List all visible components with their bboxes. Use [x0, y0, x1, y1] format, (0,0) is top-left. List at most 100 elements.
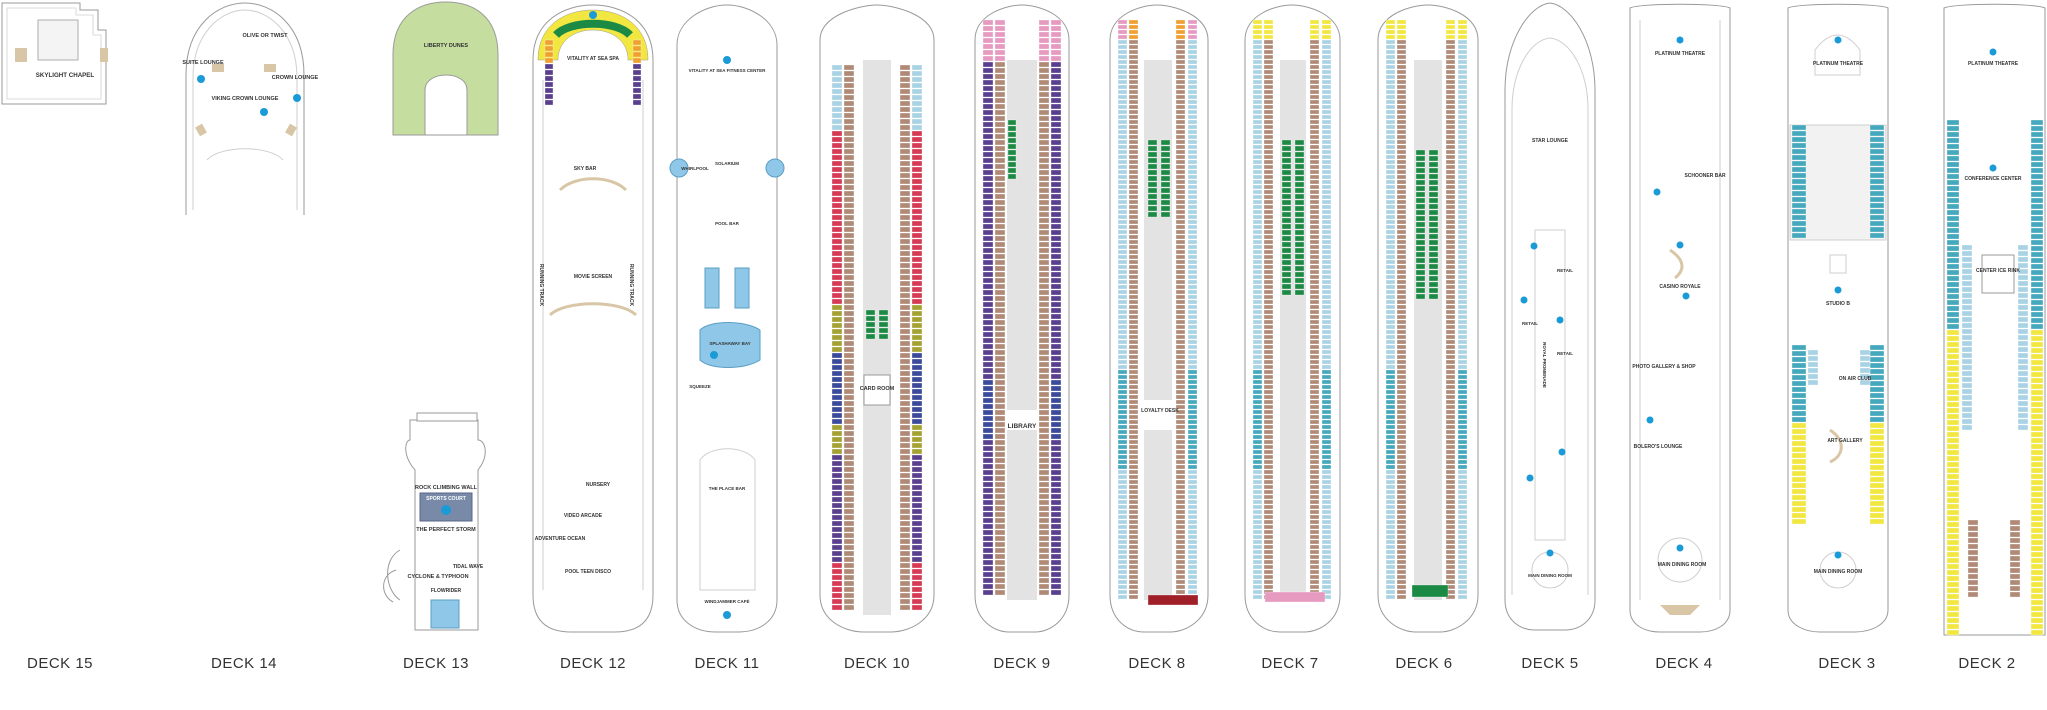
cabin-block: [1457, 249, 1468, 255]
cabin-block: [1946, 233, 1960, 240]
cabin-block: [1946, 239, 1960, 246]
cabin-block: [1309, 419, 1320, 425]
cabin-block: [1050, 169, 1062, 176]
cabin-block: [1309, 114, 1320, 120]
cabin-block: [831, 562, 843, 569]
svg-text:FLOWRIDER: FLOWRIDER: [431, 588, 462, 594]
cabin-block: [1445, 309, 1456, 315]
cabin-block: [1321, 329, 1332, 335]
cabin-block: [1117, 269, 1128, 275]
cabin-block: [1396, 289, 1407, 295]
cabin-block: [1128, 239, 1139, 245]
cabin-block: [982, 25, 994, 32]
cabin-block: [911, 478, 923, 485]
cabin-block: [1791, 362, 1807, 369]
cabin-block: [911, 436, 923, 443]
cabin-block: [1117, 39, 1128, 45]
svg-text:WINDJAMMER CAFÉ: WINDJAMMER CAFÉ: [705, 597, 750, 604]
cabin-block: [994, 235, 1006, 242]
cabin-block: [1445, 199, 1456, 205]
cabin-block: [1309, 19, 1320, 25]
cabin-block: [1281, 199, 1292, 206]
cabin-block: [1128, 294, 1139, 300]
cabin-block: [1281, 175, 1292, 182]
cabin-block: [1128, 159, 1139, 165]
cabin-block: [2030, 491, 2044, 498]
cabin-block: [1385, 324, 1396, 330]
cabin-block: [1445, 54, 1456, 60]
cabin-block: [1385, 369, 1396, 375]
cabin-block: [899, 598, 911, 605]
cabin-block: [1457, 199, 1468, 205]
cabin-block: [1187, 579, 1198, 585]
cabin-block: [994, 121, 1006, 128]
cabin-block: [1117, 214, 1128, 220]
cabin-block: [1117, 489, 1128, 495]
cabin-block: [1252, 484, 1263, 490]
cabin-block: [911, 82, 923, 89]
cabin-block: [1038, 409, 1050, 416]
cabin-block: [1175, 219, 1186, 225]
cabin-block: [1385, 489, 1396, 495]
cabin-block: [911, 184, 923, 191]
cabin-block: [1128, 109, 1139, 115]
cabin-block: [1128, 229, 1139, 235]
cabin-block: [1967, 549, 1979, 556]
cabin-block: [1309, 369, 1320, 375]
cabin-block: [1117, 59, 1128, 65]
cabin-block: [1263, 394, 1274, 400]
cabin-block: [1147, 594, 1199, 606]
cabin-block: [1175, 409, 1186, 415]
cabin-block: [1309, 344, 1320, 350]
cabin-block: [1309, 184, 1320, 190]
cabin-block: [1321, 469, 1332, 475]
cabin-block: [843, 562, 855, 569]
cabin-block: [1946, 545, 1960, 552]
cabin-block: [1038, 397, 1050, 404]
cabin-block: [1252, 269, 1263, 275]
cabin-block: [1791, 470, 1807, 477]
cabin-block: [1128, 129, 1139, 135]
cabin-block: [878, 309, 889, 316]
cabin-block: [1309, 584, 1320, 590]
cabin-block: [1445, 559, 1456, 565]
cabin-block: [1175, 299, 1186, 305]
cabin-block: [1252, 459, 1263, 465]
cabin-block: [1281, 187, 1292, 194]
cabin-block: [911, 550, 923, 557]
cabin-block: [1038, 37, 1050, 44]
cabin-block: [1175, 264, 1186, 270]
cabin-block: [994, 337, 1006, 344]
cabin-block: [994, 229, 1006, 236]
cabin-block: [1252, 279, 1263, 285]
svg-text:CROWN LOUNGE: CROWN LOUNGE: [272, 75, 319, 81]
cabin-block: [899, 496, 911, 503]
cabin-block: [831, 460, 843, 467]
cabin-block: [1946, 341, 1960, 348]
cabin-block: [1147, 205, 1158, 212]
cabin-block: [1117, 469, 1128, 475]
cabin-block: [1128, 579, 1139, 585]
cabin-block: [1321, 539, 1332, 545]
cabin-block: [1128, 189, 1139, 195]
cabin-block: [1445, 579, 1456, 585]
cabin-block: [1252, 324, 1263, 330]
cabin-block: [1175, 329, 1186, 335]
cabin-block: [1187, 494, 1198, 500]
cabin-block: [1038, 277, 1050, 284]
cabin-block: [2030, 329, 2044, 336]
cabin-block: [899, 490, 911, 497]
cabin-block: [1128, 54, 1139, 60]
cabin-block: [982, 385, 994, 392]
cabin-block: [2030, 539, 2044, 546]
cabin-block: [1396, 214, 1407, 220]
cabin-block: [1445, 94, 1456, 100]
cabin-block: [1396, 399, 1407, 405]
cabin-block: [982, 571, 994, 578]
cabin-block: [899, 214, 911, 221]
cabin-block: [1117, 464, 1128, 470]
cabin-block: [1187, 214, 1198, 220]
cabin-block: [831, 262, 843, 269]
cabin-block: [1791, 148, 1807, 155]
cabin-block: [831, 502, 843, 509]
